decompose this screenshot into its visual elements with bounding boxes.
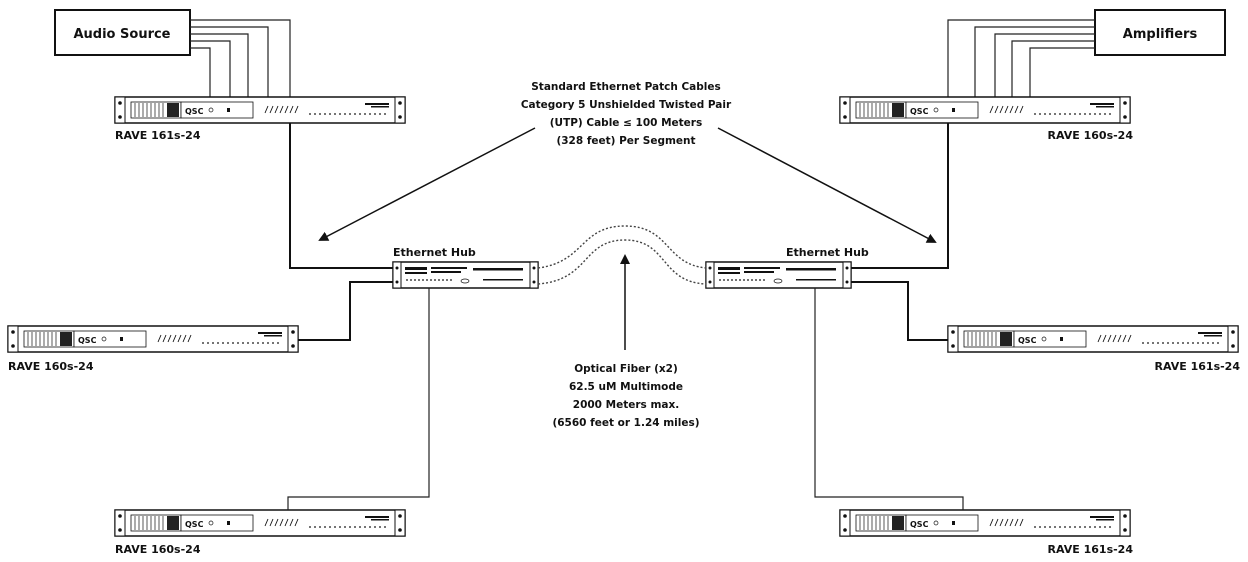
patch-note-line-3: (UTP) Cable ≤ 100 Meters xyxy=(550,117,703,129)
audio-source-node: Audio Source xyxy=(54,9,191,56)
amplifiers-node: Amplifiers xyxy=(1094,9,1226,56)
device-bottom-right: RAVE 161s-24 xyxy=(839,509,1134,556)
annotation-arrows xyxy=(318,127,937,350)
ethernet-hub-right-label: Ethernet Hub xyxy=(786,246,869,259)
audio-source-wires xyxy=(190,19,291,100)
patch-cable-note: Standard Ethernet Patch Cables Category … xyxy=(521,81,732,147)
optical-fiber-note: Optical Fiber (x2) 62.5 uM Multimode 200… xyxy=(552,363,699,429)
fiber-note-line-4: (6560 feet or 1.24 miles) xyxy=(552,417,699,429)
device-mid-right: RAVE 161s-24 xyxy=(947,325,1241,373)
audio-source-label: Audio Source xyxy=(73,27,170,42)
device-top-right-label: RAVE 160s-24 xyxy=(1048,129,1134,142)
ethernet-hub-right: Ethernet Hub xyxy=(705,246,869,289)
fiber-note-line-2: 62.5 uM Multimode xyxy=(569,381,683,393)
device-bottom-left: RAVE 160s-24 xyxy=(114,509,406,556)
device-top-left: RAVE 161s-24 xyxy=(114,96,406,142)
device-mid-left: RAVE 160s-24 xyxy=(7,325,299,373)
amplifiers-label: Amplifiers xyxy=(1123,27,1198,42)
patch-note-line-2: Category 5 Unshielded Twisted Pair xyxy=(521,99,732,111)
amplifier-wires xyxy=(947,19,1095,100)
fiber-note-line-1: Optical Fiber (x2) xyxy=(574,363,678,375)
ethernet-hub-left: Ethernet Hub xyxy=(392,246,539,289)
patch-note-line-1: Standard Ethernet Patch Cables xyxy=(531,81,720,93)
right-ethernet-wires xyxy=(814,123,964,510)
ethernet-hub-left-label: Ethernet Hub xyxy=(393,246,476,259)
patch-note-line-4: (328 feet) Per Segment xyxy=(556,135,695,147)
device-mid-right-label: RAVE 161s-24 xyxy=(1155,360,1241,373)
device-bottom-right-label: RAVE 161s-24 xyxy=(1048,543,1134,556)
device-mid-left-label: RAVE 160s-24 xyxy=(8,360,94,373)
device-bottom-left-label: RAVE 160s-24 xyxy=(115,543,201,556)
left-ethernet-wires xyxy=(287,123,430,510)
device-top-left-label: RAVE 161s-24 xyxy=(115,129,201,142)
device-top-right: RAVE 160s-24 xyxy=(839,96,1134,142)
fiber-note-line-3: 2000 Meters max. xyxy=(573,399,679,411)
optical-fiber-link xyxy=(537,225,707,285)
